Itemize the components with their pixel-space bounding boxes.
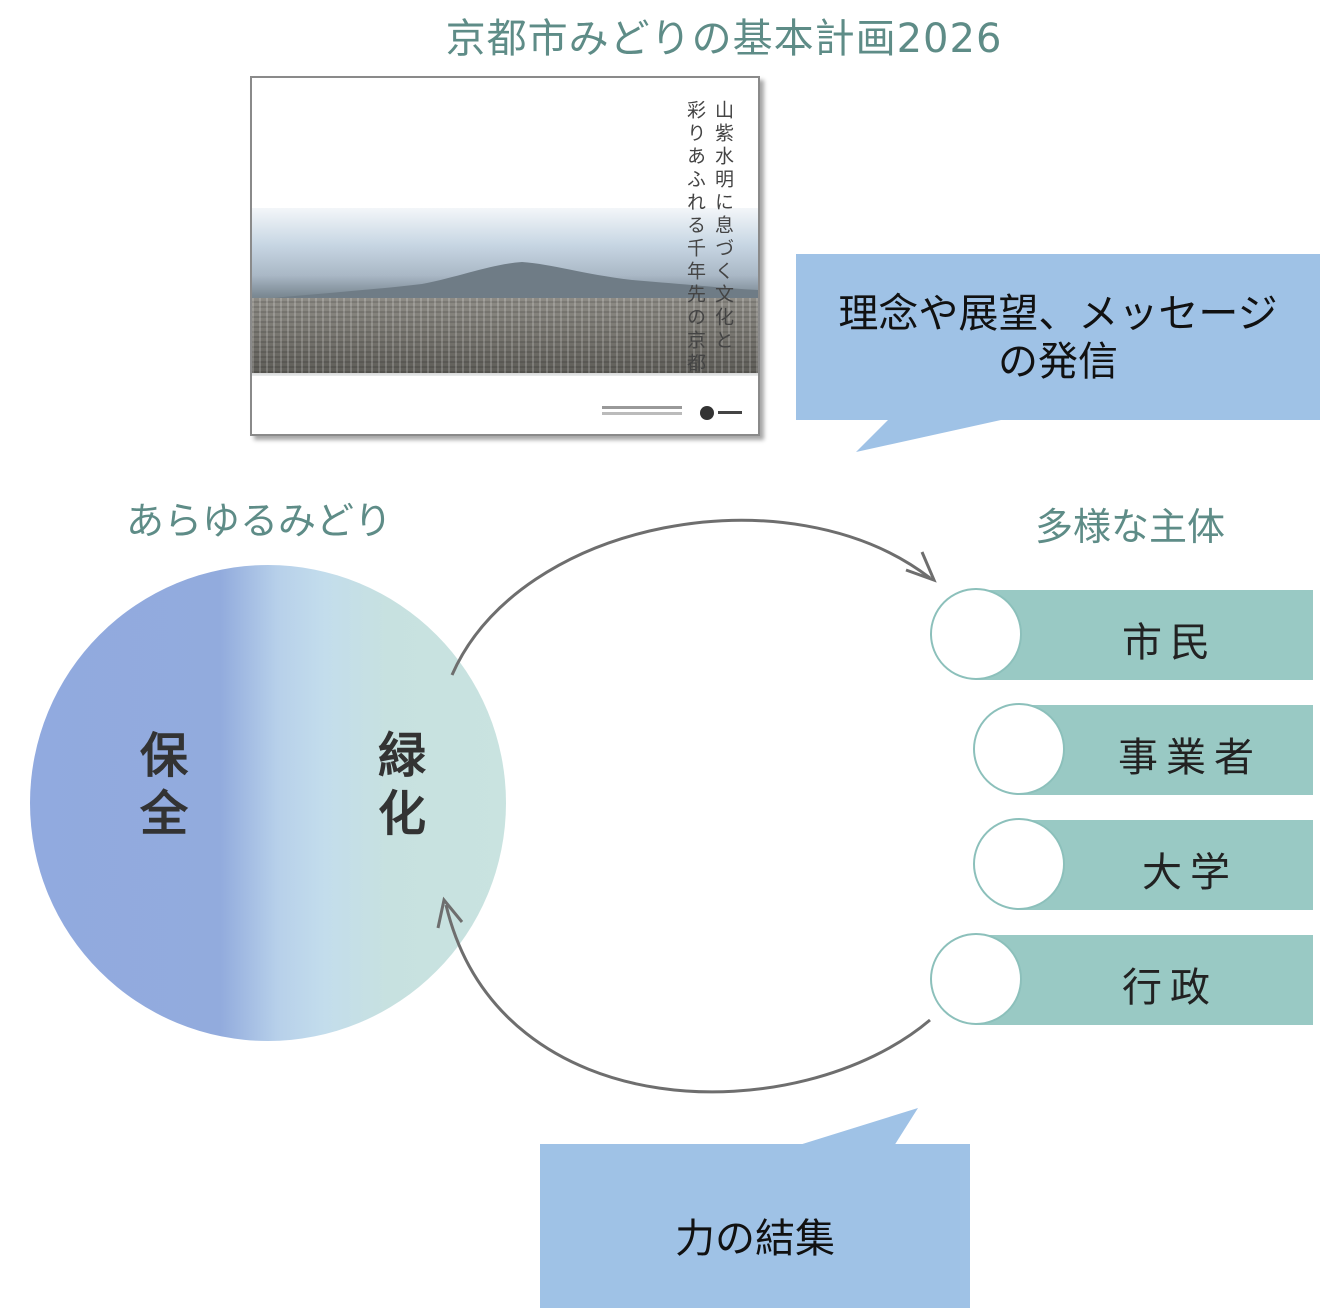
callout-message-text: 理念や展望、メッセージ の発信	[796, 290, 1320, 386]
callout-message-line-1: 理念や展望、メッセージ	[838, 291, 1278, 337]
actor-circle-universities	[973, 818, 1065, 910]
cover-text-line-2: 彩りあふれる千年先の京都	[684, 100, 706, 376]
cover-footer-fineprint	[602, 406, 682, 415]
callout-message-line-2: の発信	[998, 339, 1118, 385]
actor-label-government: 行政	[1122, 965, 1218, 1011]
callout-collective-tail	[796, 1108, 918, 1146]
actor-label-citizens: 市民	[1122, 620, 1218, 666]
actor-bar-citizens	[976, 590, 1313, 680]
greening-label: 緑化	[369, 730, 425, 846]
greenery-heading: あらゆるみどり	[126, 499, 393, 543]
actor-bar-government	[976, 935, 1313, 1025]
greenery-circle	[30, 565, 506, 1041]
page-title: 京都市みどりの基本計画2026	[445, 16, 1003, 62]
conservation-label: 保全	[131, 730, 187, 846]
cover-text-line-1: 山紫水明に息づく文化と	[712, 100, 734, 353]
lower-arrowhead-icon	[436, 896, 464, 929]
callout-message-tail	[856, 418, 1010, 452]
actor-label-universities: 大学	[1142, 850, 1238, 896]
cover-cityscape	[252, 298, 758, 373]
city-logo-icon	[700, 406, 714, 420]
callout-collective-box	[540, 1144, 970, 1308]
actors-heading: 多様な主体	[1035, 505, 1226, 549]
actor-bar-businesses	[1020, 705, 1313, 795]
actor-bar-universities	[1020, 820, 1313, 910]
plan-cover-image: 山紫水明に息づく文化と 彩りあふれる千年先の京都	[250, 76, 760, 436]
cover-logo-text	[718, 408, 742, 414]
actor-circle-government	[930, 933, 1022, 1025]
lower-arc-arrow	[444, 904, 931, 1094]
callout-collective-text: 力の結集	[675, 1216, 835, 1262]
callout-message-box	[796, 254, 1320, 420]
upper-arrowhead-icon	[905, 551, 937, 583]
actor-circle-citizens	[930, 588, 1022, 680]
upper-arc-arrow	[450, 518, 931, 676]
actor-label-businesses: 事業者	[1118, 735, 1262, 781]
actor-circle-businesses	[973, 703, 1065, 795]
